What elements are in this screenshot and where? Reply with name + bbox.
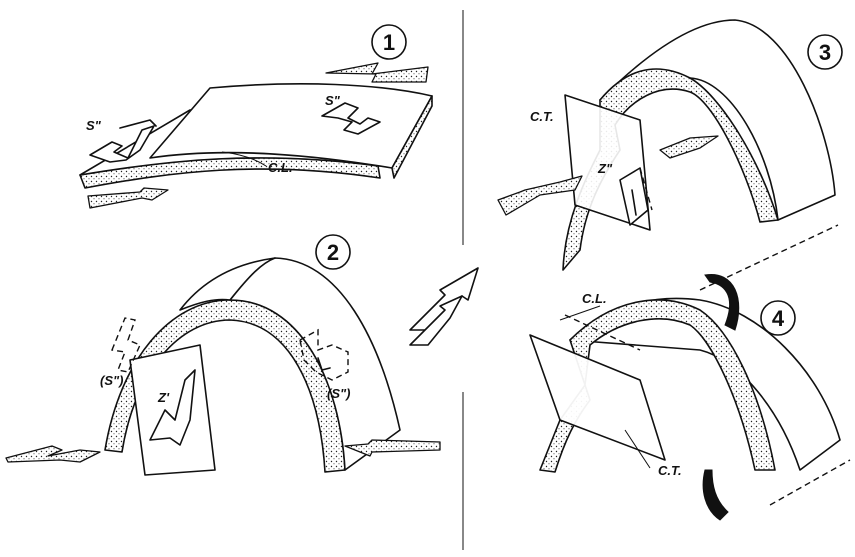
svg-text:C.T.: C.T. <box>530 109 554 124</box>
panel-1: 1 S" S" C.L. <box>79 24 433 209</box>
svg-text:S": S" <box>86 118 102 133</box>
panel-2: 2 Z' (S") (S") <box>5 234 479 476</box>
compression-arrow-right <box>344 439 441 457</box>
panel-3: 3 C.T. Z" <box>497 19 843 271</box>
svg-text:Z": Z" <box>597 161 613 176</box>
panel-3-number: 3 <box>807 34 843 70</box>
z-fold <box>149 369 196 446</box>
svg-text:(S"): (S") <box>327 386 351 401</box>
svg-text:Z': Z' <box>157 390 170 405</box>
svg-text:2: 2 <box>327 240 339 265</box>
svg-text:C.L.: C.L. <box>268 160 293 175</box>
panel-2-number: 2 <box>315 234 351 270</box>
svg-text:C.L.: C.L. <box>582 291 607 306</box>
svg-text:S": S" <box>325 93 341 108</box>
shear-arrow-top <box>325 62 429 83</box>
curved-arrow-bottom <box>702 469 729 521</box>
panel-1-number: 1 <box>371 24 407 60</box>
svg-text:1: 1 <box>383 30 395 55</box>
flat-layer-upper-edge <box>391 95 433 179</box>
axial-plane <box>129 344 216 476</box>
fold-section-4 <box>539 299 776 473</box>
s-fold-right <box>321 102 381 135</box>
curved-arrow-top <box>704 274 740 331</box>
ghost-fold-left <box>111 317 141 373</box>
compression-arrow-3-right <box>659 135 719 159</box>
panel-4-number: 4 <box>760 300 796 336</box>
svg-text:4: 4 <box>772 306 785 331</box>
panel-4: 4 C.L. C.T. <box>529 224 851 521</box>
s-fold-left <box>89 125 155 163</box>
svg-text:C.T.: C.T. <box>658 463 682 478</box>
axial-plane-4 <box>529 334 666 461</box>
ghost-fold-right <box>299 328 349 381</box>
compression-arrow-left <box>5 445 101 463</box>
svg-text:3: 3 <box>819 40 831 65</box>
svg-text:(S"): (S") <box>100 373 124 388</box>
compression-arrow-3-left <box>497 175 583 216</box>
shear-arrow-bottom <box>87 187 169 209</box>
